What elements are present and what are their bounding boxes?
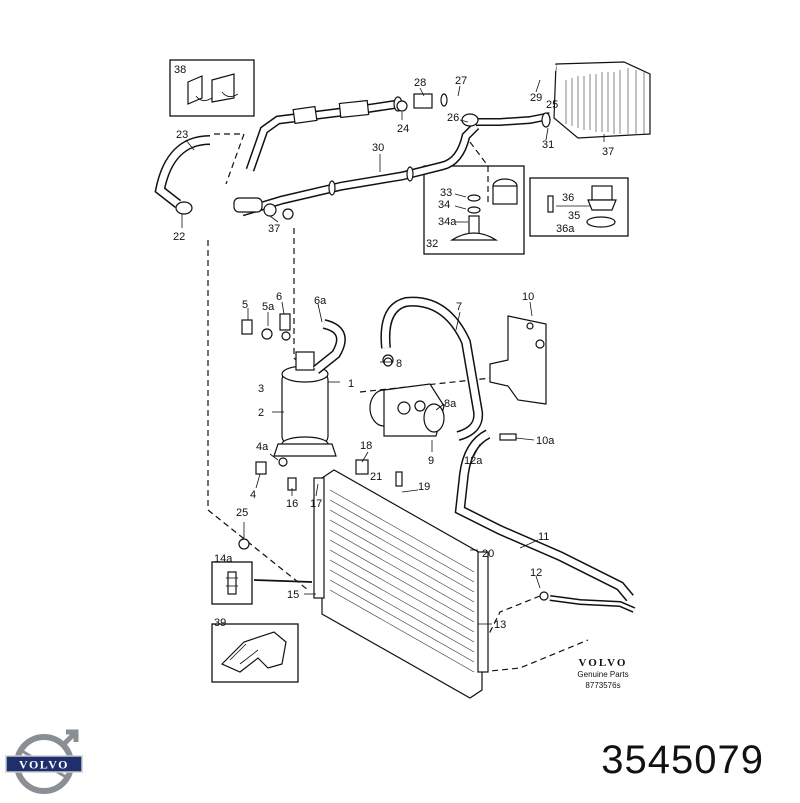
callout-37-evaporator: 37 [602,146,614,158]
valve-part-32-34 [449,178,518,241]
bolts-5-6 [241,313,403,491]
callout-36: 36 [562,192,574,204]
callout-6a: 6a [314,295,327,307]
stamp-line1: Genuine Parts [577,670,628,679]
callout-2: 2 [258,407,264,419]
callout-4a: 4a [256,441,269,453]
callout-34a: 34a [438,216,457,228]
callout-16: 16 [286,498,298,510]
callout-34: 34 [438,199,450,211]
callout-8: 8 [396,358,402,370]
callout-38: 38 [174,64,186,76]
callout-labels: 38 28 27 29 23 24 26 25 31 37 30 33 34 3… [173,64,614,631]
receiver-drier-2 [273,351,337,457]
stamp-brand: VOLVO [579,657,628,669]
callout-35: 35 [568,210,580,222]
hose-end-37 [233,197,294,220]
callout-37-hose-end: 37 [268,223,280,235]
callout-7: 7 [456,301,462,313]
callout-15: 15 [287,589,299,601]
pipe-12 [539,591,636,613]
inset-box-14a [211,561,253,605]
condenser-13 [313,469,489,699]
callout-1: 1 [348,378,354,390]
hose-11 [454,429,634,602]
callout-14a: 14a [214,553,233,565]
callout-25: 25 [236,507,248,519]
routing-dash-2 [207,240,309,591]
callout-25-top: 25 [546,99,558,111]
callout-5: 5 [242,299,248,311]
suction-hose-27 [449,62,557,101]
callout-19: 19 [418,481,430,493]
callout-4: 4 [250,489,256,501]
callout-32: 32 [426,238,438,250]
callout-12a: 12a [464,455,483,467]
routing-dash-5 [469,141,489,202]
inset-box-38 [169,59,255,117]
callout-17: 17 [310,498,322,510]
o-ring-25 [238,538,250,550]
callout-3: 3 [258,383,264,395]
bracket-10 [489,315,547,405]
routing-dash-1 [214,133,245,185]
callout-39: 39 [214,617,226,629]
stamp-line2: 8773576s [585,681,620,690]
callout-27: 27 [455,75,467,87]
callout-11: 11 [538,531,549,543]
genuine-parts-stamp: VOLVO Genuine Parts 8773576s [577,657,628,690]
inset-box-35-36 [529,177,629,237]
callout-28: 28 [414,77,426,89]
callout-31: 31 [542,139,554,151]
leader-lines [181,79,605,625]
inset-box-39 [211,623,299,683]
callout-33: 33 [440,187,452,199]
callout-5a: 5a [262,301,275,313]
volvo-logo: VOLVO [2,728,86,798]
part-number: 3545079 [601,738,764,782]
hose-upper-left [245,93,448,172]
callout-8a: 8a [444,398,457,410]
callout-10: 10 [522,291,534,303]
hose-6a [312,319,346,374]
hose-23 [154,135,211,215]
logo-text: VOLVO [19,758,69,772]
callout-6: 6 [276,291,282,303]
fitting-part-14a [226,571,238,595]
callout-20: 20 [482,548,494,560]
callout-29: 29 [530,92,542,104]
o-ring-24 [396,100,408,112]
hose-26-31 [461,112,551,128]
callout-24: 24 [397,123,409,135]
callout-18: 18 [360,440,372,452]
routing-dash-4 [479,595,589,673]
switch-part-35-36 [547,185,617,228]
callout-22: 22 [173,231,185,243]
clip-part-38 [187,73,239,105]
callout-12: 12 [530,567,542,579]
evaporator-37 [553,61,651,139]
callout-23: 23 [176,129,188,141]
callout-26: 26 [447,112,459,124]
callout-13: 13 [494,619,506,631]
bolt-10a [499,433,517,441]
callout-21: 21 [370,471,382,483]
callout-36a: 36a [556,223,575,235]
callout-30: 30 [372,142,384,154]
hose-30 [240,122,480,217]
bracket-part-39 [220,631,287,673]
callout-10a: 10a [536,435,555,447]
callout-9: 9 [428,455,434,467]
compressor-9 [369,383,445,437]
inset-box-32-34 [423,165,525,255]
routing-dash-3 [293,228,305,369]
